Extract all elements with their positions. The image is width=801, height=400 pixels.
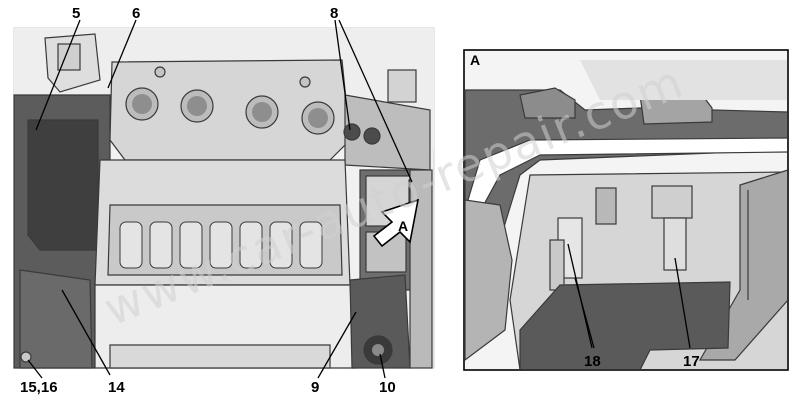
- callout-5: 5: [72, 5, 80, 22]
- tray-rib: [299, 221, 323, 269]
- detail-left-body: [465, 199, 513, 361]
- main-leader-lines: [27, 19, 413, 379]
- upper-right-clip: [387, 69, 417, 103]
- tray-rib: [119, 221, 143, 269]
- leader-8a: [334, 19, 351, 131]
- callout-18: 18: [584, 353, 601, 370]
- module-connector: [365, 231, 407, 273]
- left-lower-panel: [19, 269, 93, 369]
- callout-14: 14: [108, 379, 125, 396]
- callout-8: 8: [330, 5, 338, 22]
- detail-leader-lines: [567, 243, 691, 349]
- connector-1: [343, 123, 361, 141]
- tray-rib: [149, 221, 173, 269]
- leader-10: [379, 353, 386, 379]
- tray-rib: [209, 221, 233, 269]
- detail-post-center: [651, 185, 693, 219]
- bracket-plate: [57, 43, 81, 71]
- leader-17: [674, 257, 691, 349]
- detail-bracket-left-lower: [549, 239, 565, 291]
- panel-screw-left: [154, 66, 166, 78]
- detail-right-strut: [698, 169, 787, 361]
- tray-rib: [179, 221, 203, 269]
- detail-lower-plate: [519, 281, 731, 369]
- detail-post-center-stem: [663, 217, 687, 271]
- detail-view: A 18 17: [463, 49, 789, 371]
- leader-14: [61, 289, 111, 376]
- detail-post-left: [595, 187, 617, 225]
- right-edge-strip: [409, 169, 433, 369]
- leader-15-16: [27, 359, 43, 379]
- knob-1-center: [132, 94, 152, 114]
- leader-8b: [338, 19, 413, 183]
- arrow-label: A: [398, 218, 408, 234]
- detail-top-cap-left: [519, 87, 576, 119]
- tray-rib: [239, 221, 263, 269]
- tray-ribs: [119, 221, 323, 269]
- control-knobs: [125, 87, 335, 135]
- detail-top-light: [580, 60, 787, 100]
- view-direction-arrow: [372, 198, 420, 248]
- detail-label: A: [470, 52, 480, 68]
- leader-5: [35, 19, 81, 131]
- detail-content: [465, 60, 787, 369]
- callout-17: 17: [683, 353, 700, 370]
- callout-6: 6: [132, 5, 140, 22]
- main-view: A 5 6 8 14 15,16 9 10: [13, 5, 435, 396]
- leader-6: [107, 19, 137, 89]
- panel-screw-right: [299, 76, 311, 88]
- callout-10: 10: [379, 379, 396, 396]
- bottom-right-grommet-center: [372, 344, 384, 356]
- leader-18b: [574, 277, 595, 349]
- bottom-left-fastener: [20, 351, 32, 363]
- knob-4-center: [308, 108, 328, 128]
- callout-9: 9: [311, 379, 319, 396]
- tray-rib: [269, 221, 293, 269]
- knob-2-center: [187, 96, 207, 116]
- knob-3-center: [252, 102, 272, 122]
- floor-bracket: [109, 344, 331, 369]
- leader-9: [317, 311, 357, 379]
- connector-2: [363, 127, 381, 145]
- left-bracket: [27, 119, 99, 251]
- callout-15-16: 15,16: [20, 379, 58, 396]
